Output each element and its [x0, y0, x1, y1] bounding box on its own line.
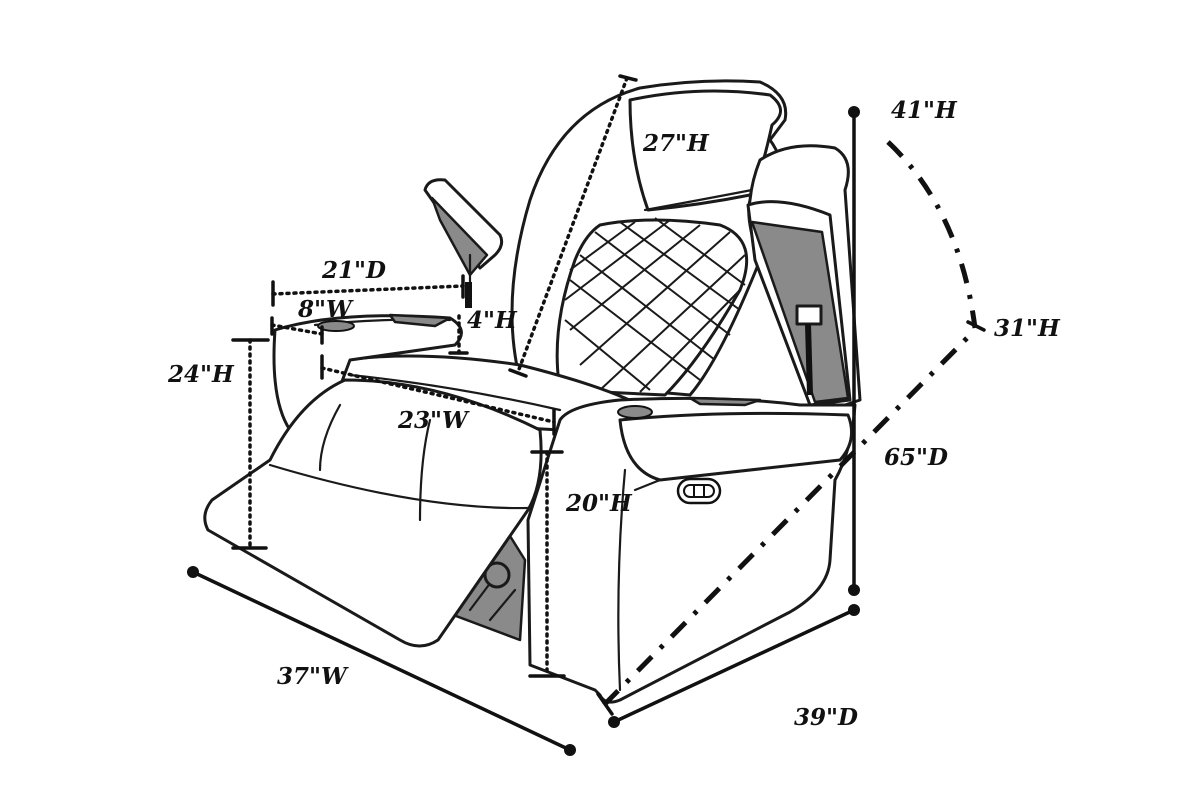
right-arm-front: [526, 396, 857, 704]
label-31h: 31"H: [994, 315, 1061, 342]
dimension-lines: [187, 74, 986, 756]
footrest: [203, 378, 543, 648]
label-20h: 20"H: [565, 490, 633, 517]
label-4h: 4"H: [467, 307, 518, 334]
dim-27h-line: [508, 74, 638, 378]
quilted-pattern: [564, 217, 746, 393]
dim-41h-line: [848, 106, 860, 596]
dim-4h-line: [448, 314, 469, 355]
dim-65d-line: [596, 328, 977, 716]
dim-24h-line: [231, 338, 270, 550]
label-41h: 41"H: [891, 97, 958, 124]
recliner-illustration: [203, 79, 862, 704]
label-39d: 39"D: [794, 704, 858, 731]
footrest-mechanism: [438, 518, 527, 642]
left-armrest: [423, 178, 504, 308]
dim-31h-arc: [886, 140, 986, 332]
power-button-control: [676, 477, 722, 505]
right-armrest: [746, 144, 862, 412]
dim-20h-line: [528, 450, 566, 678]
label-27h: 27"H: [642, 130, 710, 157]
dim-39d-line: [608, 604, 860, 728]
label-65d: 65"D: [884, 444, 948, 471]
label-21d: 21"D: [321, 257, 386, 284]
dim-8w-line: [270, 316, 324, 345]
label-8w: 8"W: [297, 296, 354, 323]
back-cushion: [510, 79, 788, 397]
dimension-labels: 41"H 27"H 31"H 65"D 21"D 8"W 4"H 24"H 23…: [167, 97, 1061, 731]
dim-21d-line: [271, 274, 465, 307]
label-23w: 23"W: [397, 407, 470, 434]
dim-37w-line: [187, 566, 576, 756]
dim-23w-line: [320, 354, 556, 436]
label-37w: 37"W: [277, 663, 349, 690]
label-24h: 24"H: [167, 361, 235, 388]
